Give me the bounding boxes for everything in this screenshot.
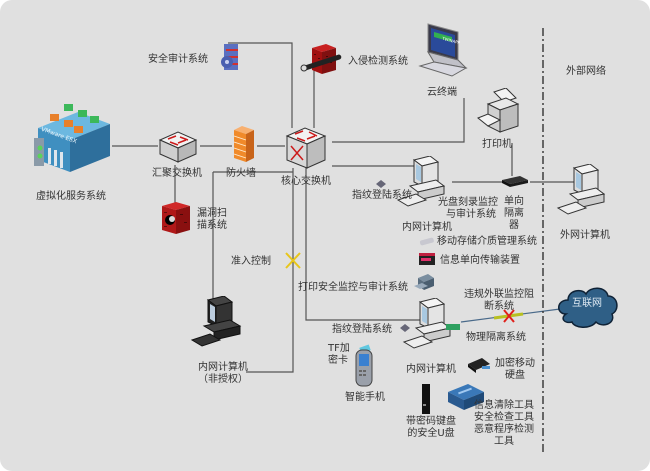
label-aggregation-switch: 汇聚交换机 — [152, 168, 202, 179]
label-internet: 互联网 — [572, 298, 602, 309]
label-outreach-line1: 违规外联监控阻 — [464, 289, 534, 300]
label-disc-burn-audit: 光盘刻录监控 与审计系统 — [438, 197, 498, 221]
fingerprint-2-icon — [400, 324, 410, 332]
label-isolator-line1: 单向 — [504, 196, 524, 207]
label-isolator-line2: 隔离 — [504, 208, 524, 219]
label-isolator-line3: 器 — [509, 220, 519, 231]
security-audit-icon — [218, 42, 242, 74]
core-switch-icon — [283, 124, 329, 172]
label-cloud-terminal: 云终端 — [427, 87, 457, 98]
label-unauthorized-pc: 内网计算机 （非授权） — [198, 362, 248, 386]
label-encrypted-hdd: 加密移动 硬盘 — [495, 358, 535, 382]
print-audit-printer-icon — [414, 272, 436, 292]
vmware-server-icon — [28, 98, 116, 176]
internal-pc-2-icon — [402, 298, 464, 360]
label-usb-line2: 的安全U盘 — [407, 428, 455, 439]
label-one-way-isolator: 单向 隔离 器 — [504, 196, 524, 232]
firewall-icon — [230, 124, 258, 164]
wire-core-cloud — [332, 98, 465, 143]
label-virtual-server: 虚拟化服务系统 — [36, 191, 106, 202]
label-tools-line4: 工具 — [494, 436, 514, 447]
label-unauth-line2: （非授权） — [198, 374, 248, 385]
label-hdd-line1: 加密移动 — [495, 358, 535, 369]
outreach-blocked-icon — [503, 309, 515, 323]
label-tf-card: TF加 密卡 — [328, 343, 350, 367]
label-fingerprint-2: 指纹登陆系统 — [332, 324, 392, 335]
wire-access-down — [246, 245, 294, 373]
secure-usb-icon — [420, 384, 432, 414]
aggregation-switch-icon — [156, 128, 200, 166]
label-smartphone: 智能手机 — [345, 392, 385, 403]
label-outreach-line2: 断系统 — [484, 301, 514, 312]
external-pc-icon — [556, 164, 606, 226]
label-external-pc: 外网计算机 — [560, 230, 610, 241]
label-printer: 打印机 — [482, 139, 512, 150]
wire-core-pc2 — [305, 168, 424, 321]
label-external-network: 外部网络 — [566, 66, 606, 77]
label-unauth-line1: 内网计算机 — [198, 362, 248, 373]
label-security-tools: 信息清除工具 安全检查工具 恶意程序检测 工具 — [474, 400, 534, 448]
label-usb-line1: 带密码键盘 — [406, 416, 456, 427]
label-removable-media: 移动存储介质管理系统 — [437, 236, 537, 247]
label-access-control: 准入控制 — [231, 256, 271, 267]
unauthorized-pc-icon — [190, 296, 246, 358]
fingerprint-1-icon — [376, 180, 386, 188]
label-tools-line3: 恶意程序检测 — [474, 424, 534, 435]
wire-audit-core — [228, 42, 293, 128]
label-one-way-transfer: 信息单向传输装置 — [440, 255, 520, 266]
one-way-isolator-icon — [500, 174, 530, 188]
internet-cloud-icon — [556, 284, 620, 330]
label-tf-line2: 密卡 — [328, 355, 348, 366]
access-control-blocked-icon — [285, 252, 301, 269]
security-tools-box-icon — [446, 382, 486, 412]
label-secure-usb: 带密码键盘 的安全U盘 — [406, 416, 456, 440]
printer-icon — [474, 88, 524, 138]
label-internal-pc-2: 内网计算机 — [406, 364, 456, 375]
laptop-icon — [418, 22, 468, 78]
internal-pc-1-icon — [396, 156, 446, 218]
label-vuln-scan-line1: 漏洞扫 — [197, 208, 227, 219]
label-core-switch: 核心交换机 — [281, 176, 331, 187]
label-ids: 入侵检测系统 — [348, 56, 408, 67]
one-way-transfer-icon — [418, 252, 436, 266]
label-illegal-outreach: 违规外联监控阻 断系统 — [464, 289, 534, 313]
label-vuln-scan-line2: 描系统 — [197, 220, 227, 231]
label-firewall: 防火墙 — [226, 168, 256, 179]
label-physical-isolation: 物理隔离系统 — [466, 332, 526, 343]
label-internal-pc-1: 内网计算机 — [402, 222, 452, 233]
label-hdd-line2: 硬盘 — [505, 370, 525, 381]
label-disc-burn-line1: 光盘刻录监控 — [438, 197, 498, 208]
label-tools-line2: 安全检查工具 — [474, 412, 534, 423]
label-disc-burn-line2: 与审计系统 — [446, 209, 496, 220]
intrusion-detection-icon — [300, 44, 346, 76]
label-security-audit: 安全审计系统 — [148, 54, 208, 65]
usb-drive-icon — [418, 237, 436, 247]
smartphone-icon — [352, 344, 378, 388]
label-tf-line1: TF加 — [328, 343, 350, 354]
label-print-audit: 打印安全监控与审计系统 — [298, 282, 408, 293]
encrypted-hdd-icon — [466, 356, 492, 374]
vulnerability-scan-icon — [158, 200, 194, 236]
label-tools-line1: 信息清除工具 — [474, 400, 534, 411]
label-vuln-scan: 漏洞扫 描系统 — [197, 208, 227, 232]
label-fingerprint-1: 指纹登陆系统 — [352, 190, 412, 201]
